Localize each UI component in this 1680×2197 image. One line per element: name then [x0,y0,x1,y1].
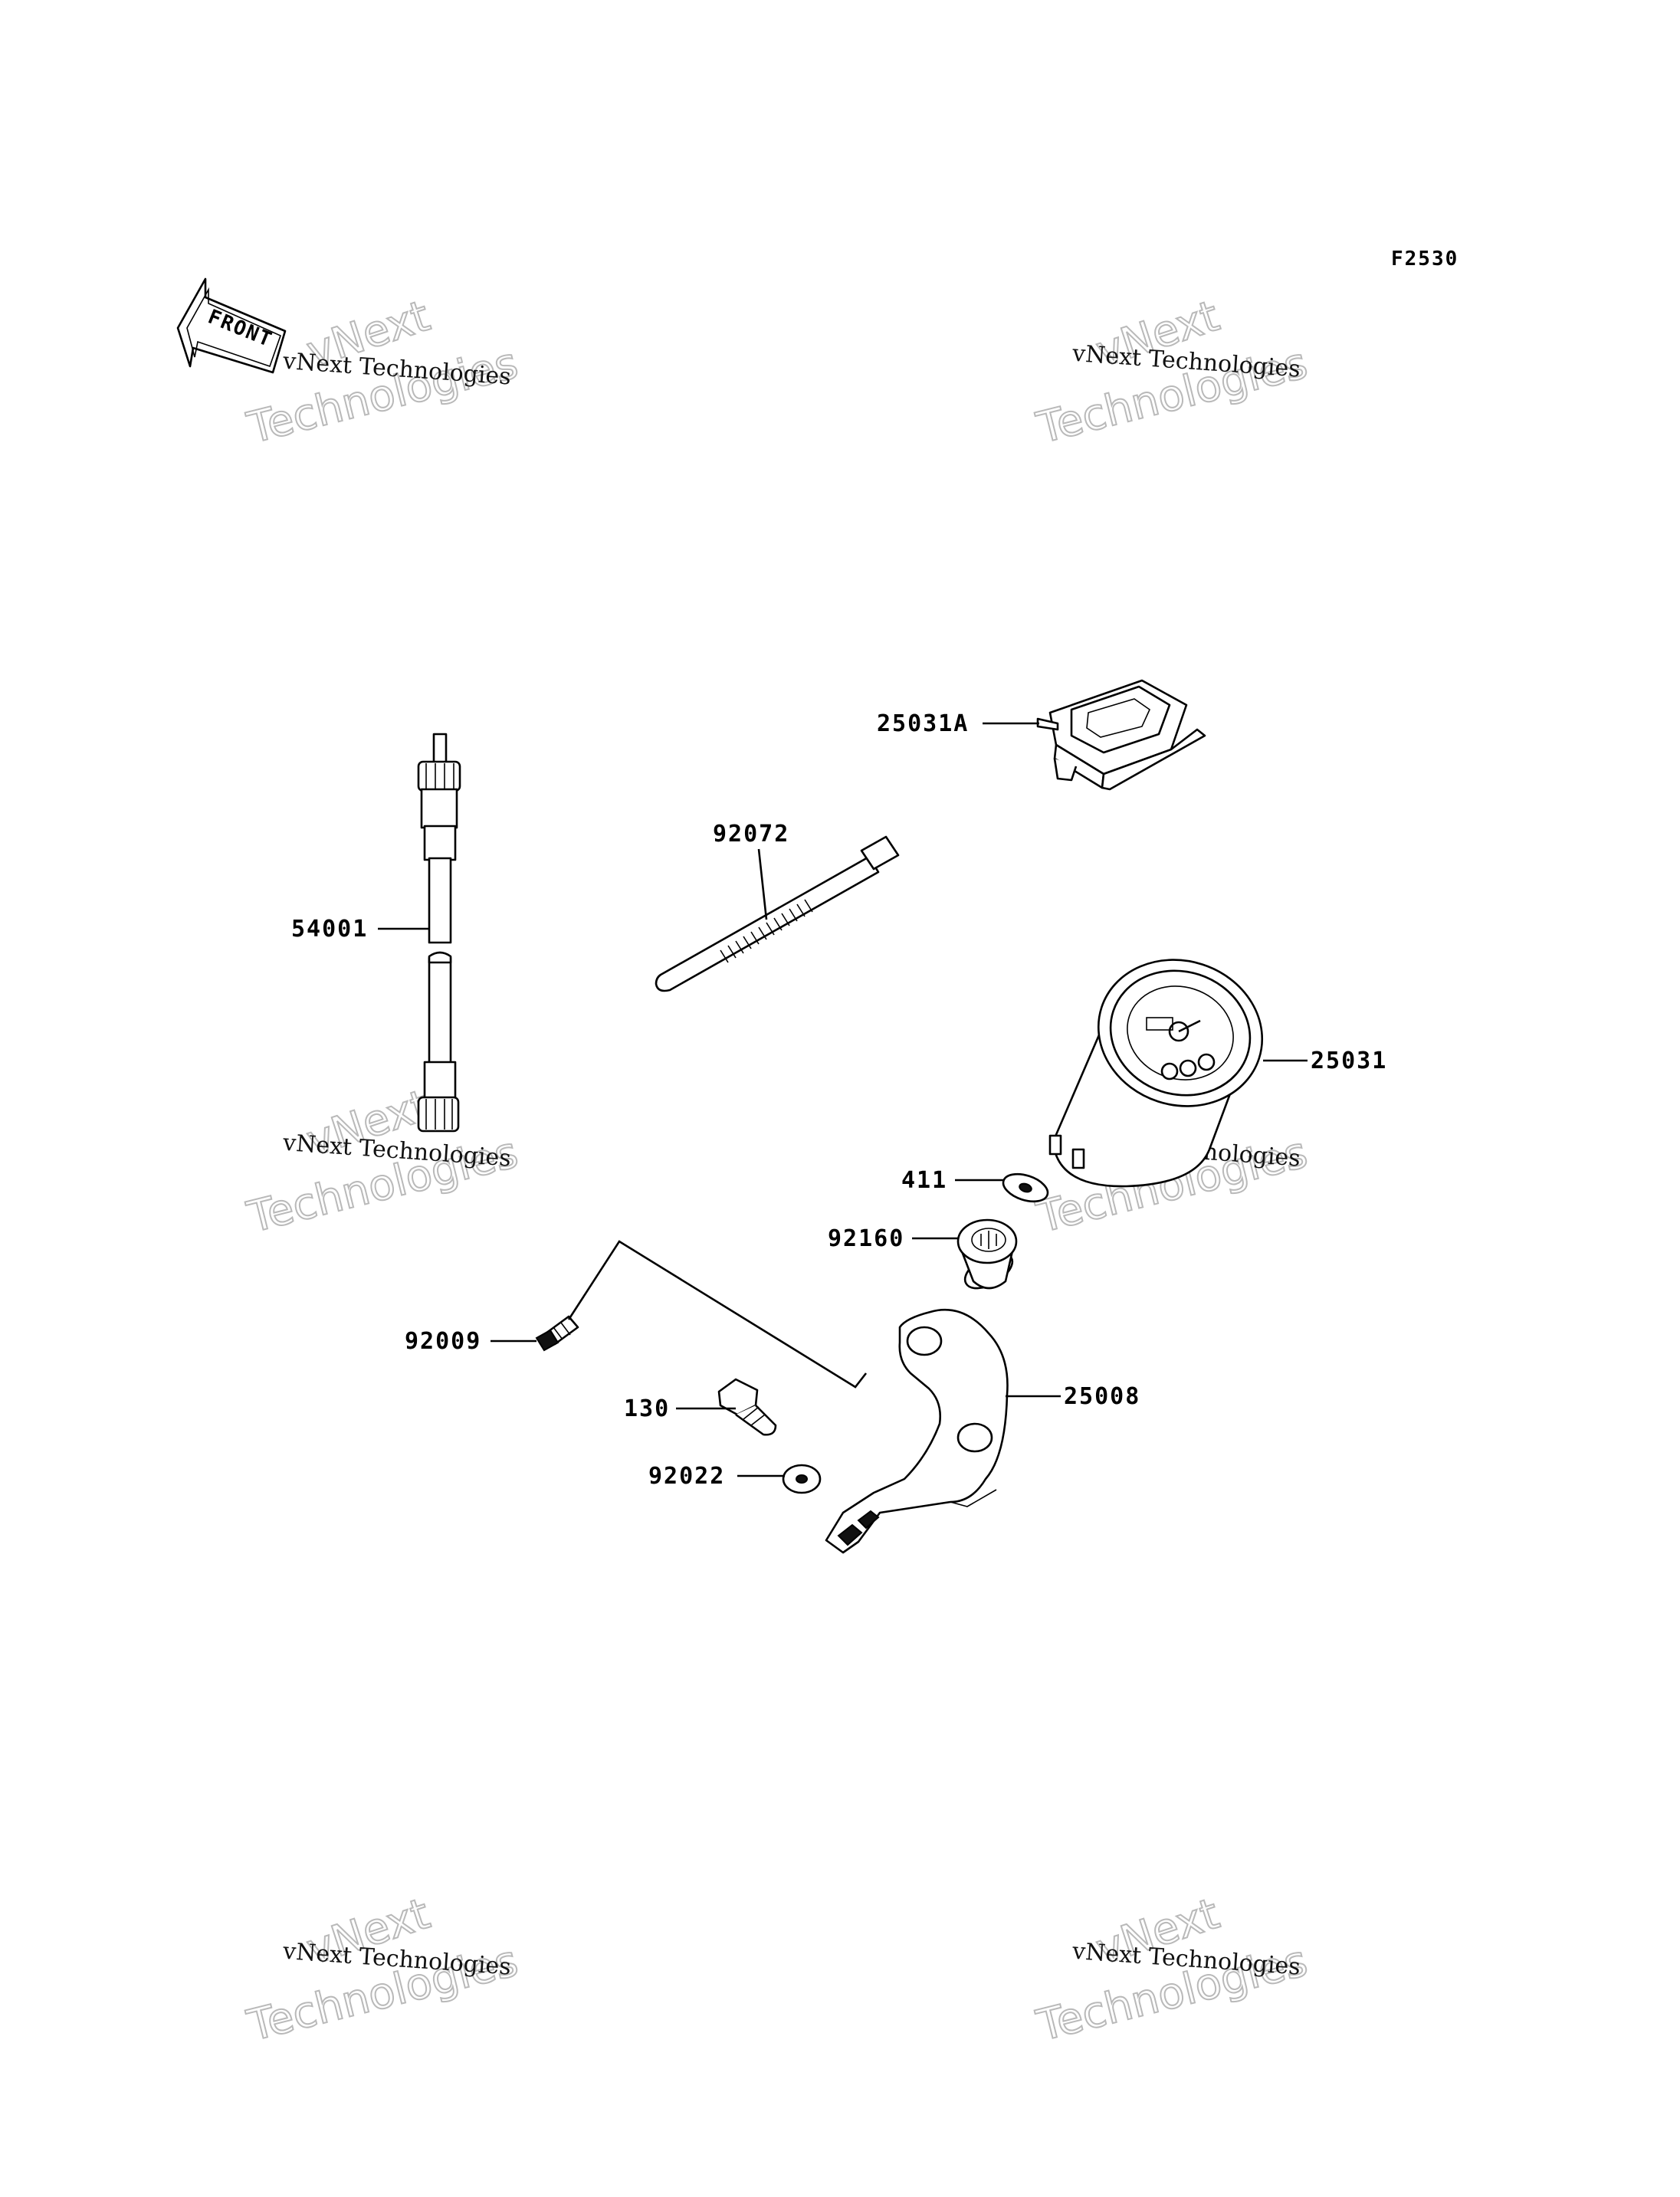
figure-code: F2530 [1391,248,1459,271]
speedometer-meter-part [1048,959,1264,1188]
grommet-92160-part [956,1218,1018,1290]
washer-92022-part [782,1464,822,1494]
indicator-lamp-part [1036,679,1206,791]
callout-25031: 25031 [1311,1048,1387,1074]
callout-25008: 25008 [1064,1383,1140,1410]
callout-92072: 92072 [713,821,789,848]
watermark-bottom-right: vNext Technologies vNext Technologies [1031,1888,1313,2052]
speedometer-cable-part [417,733,461,1133]
bracket-25008-part [825,1308,1009,1554]
watermark-top-right: vNext Technologies vNext Technologies [1031,290,1313,454]
callout-92009: 92009 [405,1328,481,1355]
callout-130: 130 [624,1395,670,1422]
watermark-mid-left: vNext Technologies vNext Technologies [241,1080,523,1244]
front-arrow-icon: FRONT [176,277,287,374]
callout-92022: 92022 [648,1463,725,1490]
callout-25031A: 25031A [877,710,969,737]
cable-tie-part [655,835,900,992]
callout-54001: 54001 [291,916,368,943]
bolt-130-part [717,1378,777,1436]
watermark-top-left: vNext Technologies vNext Technologies [241,290,523,454]
callout-411: 411 [901,1167,947,1194]
screw-92009-part [535,1315,579,1352]
watermark-bottom-left: vNext Technologies vNext Technologies [241,1888,523,2052]
callout-92160: 92160 [828,1225,904,1252]
